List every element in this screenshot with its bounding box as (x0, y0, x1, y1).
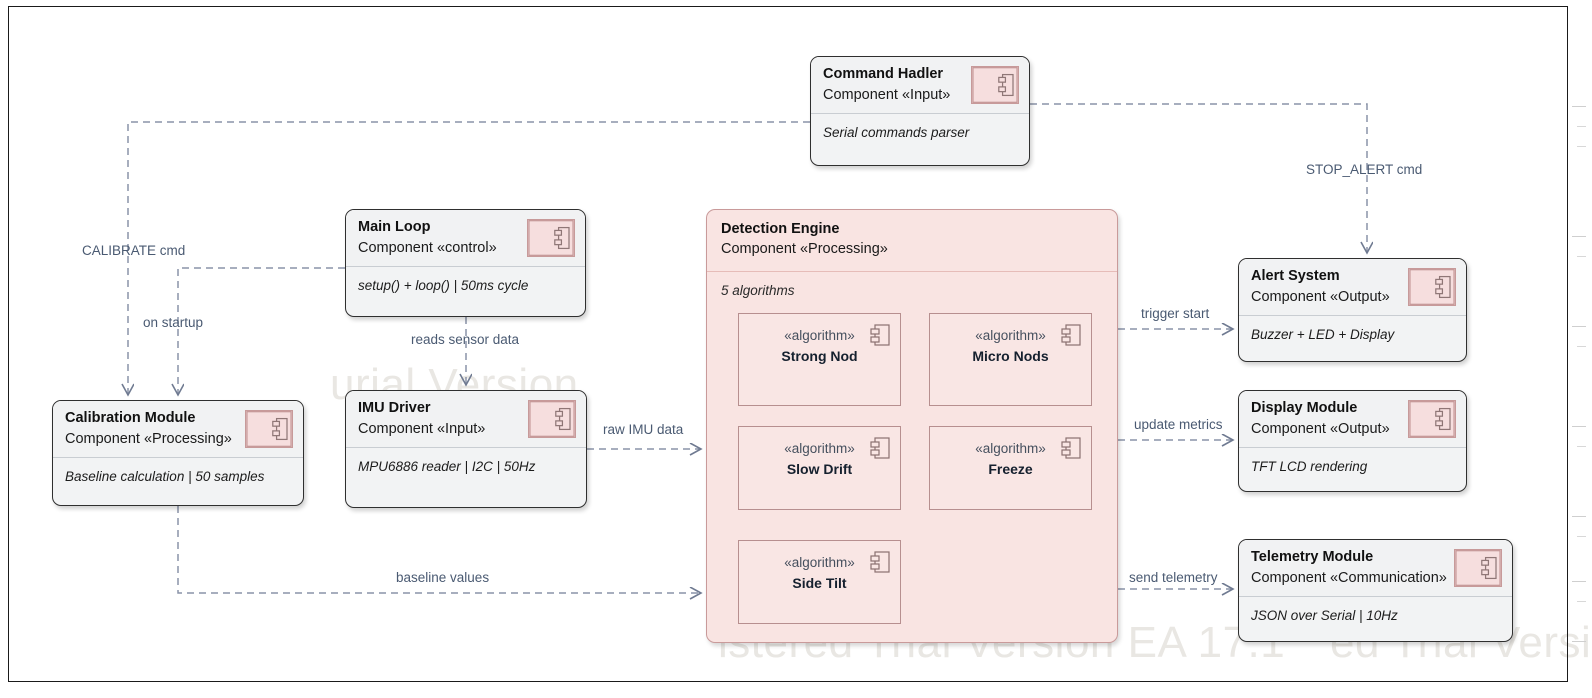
component-description: Baseline calculation | 50 samples (65, 469, 265, 485)
divider (346, 266, 585, 268)
component-icon (1408, 400, 1456, 438)
algorithm-freeze[interactable]: «algorithm» Freeze (929, 426, 1092, 510)
component-stereotype: Component «Output» (1251, 288, 1390, 305)
component-name: Telemetry Module (1251, 549, 1374, 565)
algorithm-stereotype: «algorithm» (975, 441, 1046, 456)
edge-label-trigger-start: trigger start (1141, 306, 1210, 321)
component-header: Calibration Module Component «Processing… (53, 401, 303, 458)
component-description: JSON over Serial | 10Hz (1251, 608, 1398, 624)
divider (1239, 447, 1466, 449)
algorithm-text: «algorithm» Side Tilt (739, 541, 900, 594)
divider (811, 113, 1029, 115)
component-icon (245, 410, 293, 448)
component-body: Buzzer + LED + Display (1239, 316, 1466, 357)
package-title: Detection Engine (721, 221, 840, 237)
component-icon (870, 324, 890, 346)
component-telemetry-module[interactable]: Telemetry Module Component «Communicatio… (1238, 539, 1513, 642)
right-ruler (1570, 6, 1586, 682)
component-name: Display Module (1251, 400, 1358, 416)
algorithm-side-tilt[interactable]: «algorithm» Side Tilt (738, 540, 901, 624)
component-description: setup() + loop() | 50ms cycle (358, 278, 529, 294)
algorithm-strong-nod[interactable]: «algorithm» Strong Nod (738, 313, 901, 406)
algorithm-text: «algorithm» Strong Nod (739, 314, 900, 367)
component-icon (971, 66, 1019, 104)
component-name: Alert System (1251, 268, 1340, 284)
component-icon (527, 219, 575, 257)
edge-label-on-startup: on startup (143, 315, 204, 330)
component-body: TFT LCD rendering (1239, 448, 1466, 489)
edge-label-reads-sensor-data: reads sensor data (411, 332, 520, 347)
component-header: Command Hadler Component «Input» (811, 57, 1029, 114)
component-name: IMU Driver (358, 400, 431, 416)
divider (53, 457, 303, 459)
algorithm-text: «algorithm» Freeze (930, 427, 1091, 480)
component-icon (1061, 437, 1081, 459)
algorithm-name: Micro Nods (972, 348, 1049, 365)
divider (346, 447, 586, 449)
component-header: Alert System Component «Output» (1239, 259, 1466, 316)
diagram-frame (8, 6, 1568, 682)
component-icon (870, 551, 890, 573)
algorithm-name: Freeze (988, 461, 1033, 478)
component-stereotype: Component «Input» (358, 420, 486, 437)
edge-label-send-telemetry: send telemetry (1129, 570, 1218, 585)
component-body: setup() + loop() | 50ms cycle (346, 267, 585, 308)
component-body: MPU6886 reader | I2C | 50Hz (346, 448, 586, 489)
component-description: TFT LCD rendering (1251, 459, 1368, 475)
component-header: Display Module Component «Output» (1239, 391, 1466, 448)
algorithm-name: Side Tilt (792, 575, 847, 592)
algorithm-micro-nods[interactable]: «algorithm» Micro Nods (929, 313, 1092, 406)
divider (1239, 315, 1466, 317)
algorithm-text: «algorithm» Slow Drift (739, 427, 900, 480)
algorithm-name: Slow Drift (786, 461, 853, 478)
package-stereotype: Component «Processing» (721, 241, 888, 258)
component-imu-driver[interactable]: IMU Driver Component «Input» MPU6886 rea… (345, 390, 587, 508)
edge-label-update-metrics: update metrics (1134, 417, 1223, 432)
component-calibration-module[interactable]: Calibration Module Component «Processing… (52, 400, 304, 506)
component-stereotype: Component «Communication» (1251, 569, 1447, 586)
algorithm-stereotype: «algorithm» (975, 328, 1046, 343)
component-body: JSON over Serial | 10Hz (1239, 597, 1512, 638)
component-name: Calibration Module (65, 410, 196, 426)
component-description: Buzzer + LED + Display (1251, 327, 1395, 343)
component-display-module[interactable]: Display Module Component «Output» TFT LC… (1238, 390, 1467, 492)
edge-label-calibrate-cmd: CALIBRATE cmd (82, 243, 186, 258)
algorithm-text: «algorithm» Micro Nods (930, 314, 1091, 367)
component-header: Main Loop Component «control» (346, 210, 585, 267)
component-description: Serial commands parser (823, 125, 970, 141)
divider (707, 271, 1117, 273)
edge-label-baseline-values: baseline values (396, 570, 490, 585)
component-icon (1454, 549, 1502, 587)
component-alert-system[interactable]: Alert System Component «Output» Buzzer +… (1238, 258, 1467, 362)
package-count-label: 5 algorithms (721, 283, 795, 299)
component-description: MPU6886 reader | I2C | 50Hz (358, 459, 536, 475)
algorithm-name: Strong Nod (781, 348, 858, 365)
component-stereotype: Component «Output» (1251, 420, 1390, 437)
component-body: Baseline calculation | 50 samples (53, 458, 303, 499)
component-name: Command Hadler (823, 66, 944, 82)
component-header: Telemetry Module Component «Communicatio… (1239, 540, 1512, 597)
component-body: Serial commands parser (811, 114, 1029, 155)
package-header: Detection Engine Component «Processing» (707, 210, 1117, 269)
algorithm-stereotype: «algorithm» (784, 328, 855, 343)
component-icon (870, 437, 890, 459)
divider (1239, 596, 1512, 598)
component-stereotype: Component «control» (358, 239, 497, 256)
component-name: Main Loop (358, 219, 431, 235)
edge-label-stop-alert-cmd: STOP_ALERT cmd (1306, 162, 1423, 177)
component-icon (528, 400, 576, 438)
component-icon (1061, 324, 1081, 346)
component-icon (1408, 268, 1456, 306)
component-header: IMU Driver Component «Input» (346, 391, 586, 448)
component-main-loop[interactable]: Main Loop Component «control» setup() + … (345, 209, 586, 317)
edge-label-raw-imu-data: raw IMU data (603, 422, 684, 437)
component-command-handler[interactable]: Command Hadler Component «Input» Serial … (810, 56, 1030, 166)
component-stereotype: Component «Processing» (65, 430, 232, 447)
algorithm-stereotype: «algorithm» (784, 555, 855, 570)
algorithm-slow-drift[interactable]: «algorithm» Slow Drift (738, 426, 901, 510)
component-stereotype: Component «Input» (823, 86, 951, 103)
algorithm-stereotype: «algorithm» (784, 441, 855, 456)
